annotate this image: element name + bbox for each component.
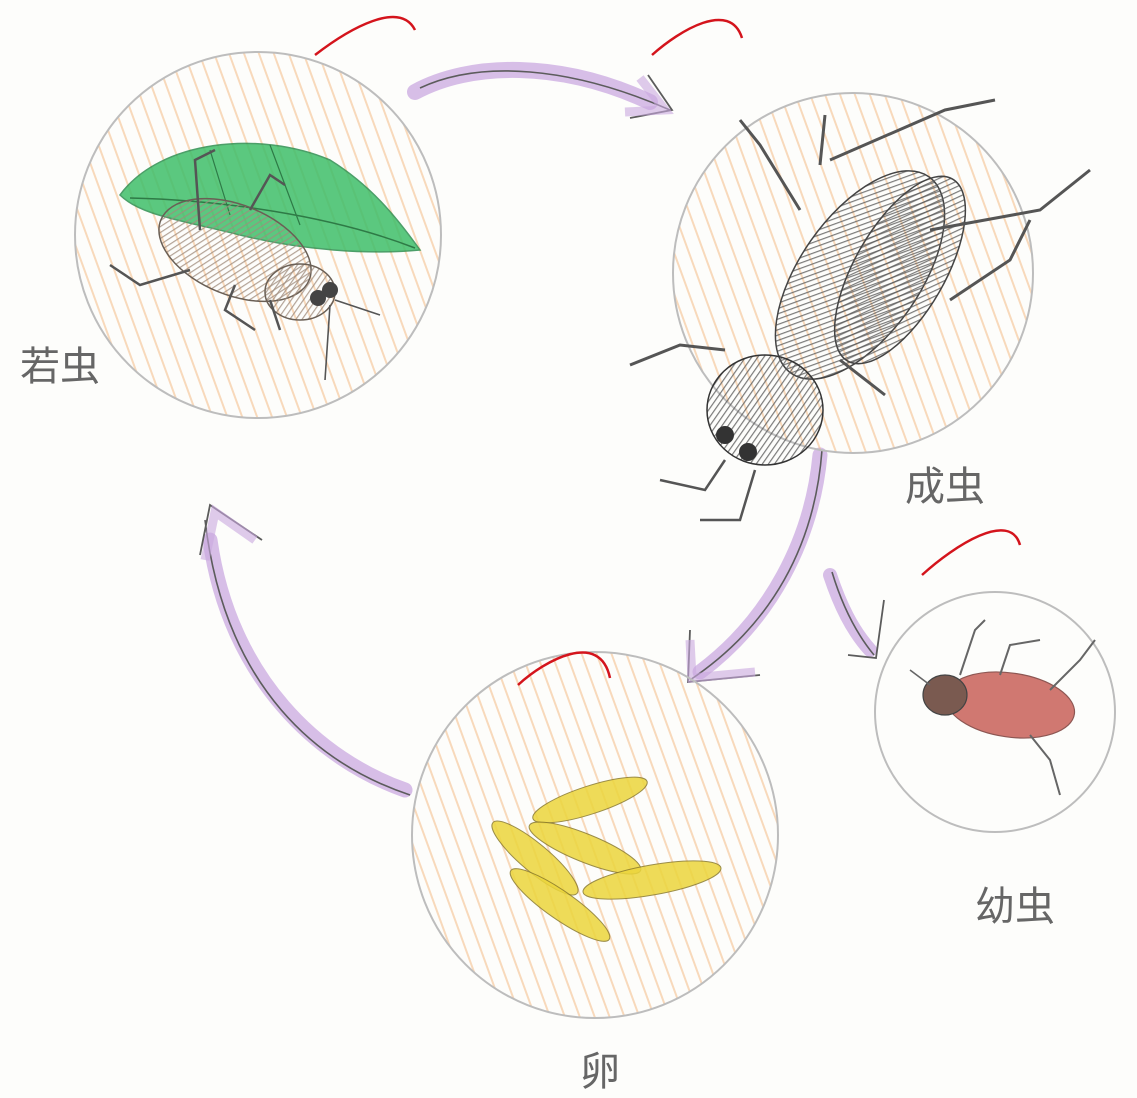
stage-egg: 卵 — [412, 652, 778, 1095]
tick-mark-4 — [922, 530, 1020, 575]
label-adult: 成虫 — [905, 464, 985, 510]
stage-adult: 成虫 — [630, 20, 1090, 520]
arrow-egg-to-nymph — [200, 505, 410, 795]
arrow-adult-to-young — [830, 572, 884, 658]
label-nymph-early: 幼虫 — [975, 884, 1055, 930]
arrow-nymph-to-adult — [415, 70, 672, 118]
tick-mark-2 — [652, 20, 742, 55]
label-egg: 卵 — [580, 1049, 620, 1095]
tick-mark-1 — [315, 17, 415, 55]
label-nymph-late: 若虫 — [20, 344, 100, 390]
stage-nymph-late: 若虫 — [20, 17, 441, 418]
stage-nymph-early: 幼虫 — [875, 530, 1115, 930]
